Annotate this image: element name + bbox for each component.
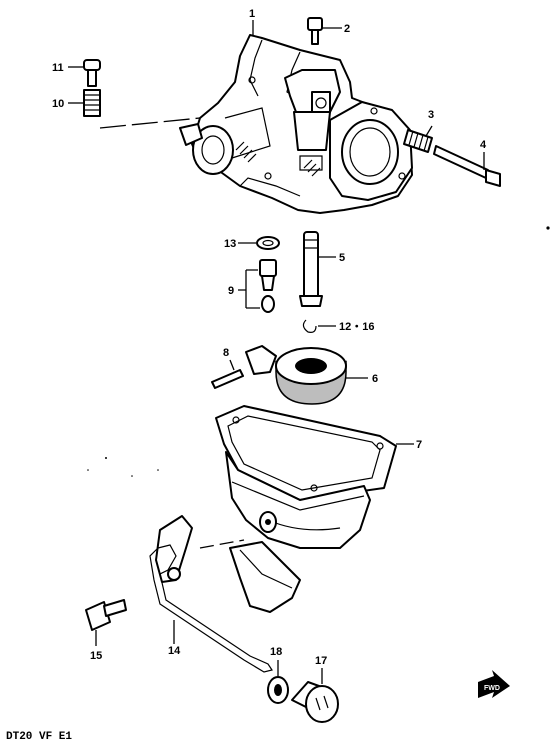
- diagram-caption: DT20 VF E1: [6, 731, 72, 743]
- part-13-washer: [238, 236, 280, 250]
- part-15-bolt: [85, 599, 127, 646]
- label-part-2: 2: [344, 23, 350, 35]
- label-part-3: 3: [428, 109, 434, 121]
- part-9-jet: [238, 259, 277, 313]
- part-7-gasket: [215, 405, 414, 501]
- carburetor-body: [179, 34, 413, 214]
- label-part-14: 14: [168, 645, 181, 657]
- label-part-5: 5: [339, 252, 345, 264]
- bowl-bracket: [199, 539, 301, 613]
- part-18-grommet: [267, 660, 289, 704]
- part-17-plug: [291, 668, 339, 723]
- part-2-screw: [307, 17, 342, 45]
- float-chamber-bowl: [225, 451, 371, 549]
- label-part-12-16: 12・16: [339, 321, 374, 333]
- label-part-18: 18: [270, 646, 282, 658]
- part-10-spring: [68, 89, 201, 129]
- part-12-16-clip: [302, 319, 336, 333]
- scan-specks: [87, 226, 550, 477]
- part-3-spring: [403, 125, 433, 153]
- label-part-15: 15: [90, 650, 102, 662]
- part-6-float: [245, 345, 368, 405]
- part-5-tube: [299, 231, 336, 307]
- label-part-9: 9: [228, 285, 234, 297]
- label-part-1: 1: [249, 8, 255, 20]
- label-part-4: 4: [480, 139, 487, 151]
- front-arrow-label: FWD: [484, 685, 500, 692]
- part-11-screw: [68, 59, 101, 87]
- part-8-pin: [211, 359, 244, 389]
- part-4-screw: [433, 145, 501, 187]
- label-part-6: 6: [372, 373, 378, 385]
- part-14-linkage: [149, 515, 273, 673]
- front-arrow-icon: FWD: [478, 670, 510, 698]
- label-part-7: 7: [416, 439, 422, 451]
- label-part-13: 13: [224, 238, 236, 250]
- label-part-8: 8: [223, 347, 229, 359]
- label-part-11: 11: [52, 62, 64, 74]
- label-part-17: 17: [315, 655, 327, 667]
- label-part-10: 10: [52, 98, 64, 110]
